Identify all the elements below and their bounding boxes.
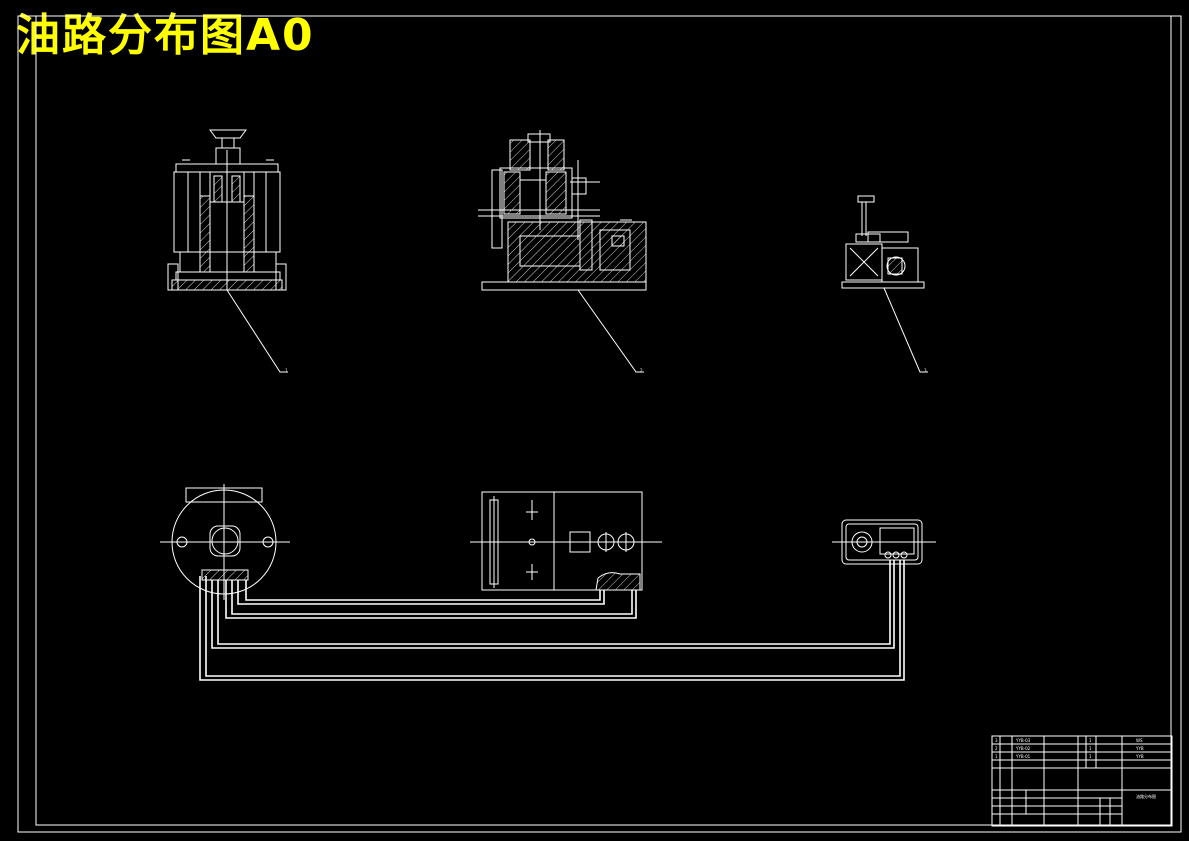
tb-row-1-qty: 1 bbox=[1089, 754, 1092, 759]
drawing-title: 油路分布图A0 bbox=[16, 10, 315, 61]
tb-row-2-no: 2 bbox=[995, 746, 998, 751]
oil-pipelines bbox=[199, 560, 905, 681]
tb-row-2-qty: 1 bbox=[1089, 746, 1092, 751]
valve-block-plan-view bbox=[832, 519, 936, 565]
tb-row-3-note: WS bbox=[1136, 738, 1143, 743]
tb-row-3-no: 3 bbox=[995, 738, 998, 743]
callout-3: 3 bbox=[924, 368, 927, 373]
outer-frame bbox=[17, 15, 1182, 833]
valve-block-view: 3 bbox=[841, 195, 928, 373]
callout-2: 2 bbox=[640, 368, 643, 373]
pump-assembly-view: 2 bbox=[478, 130, 647, 373]
tb-row-1-code: YYB-01 bbox=[1015, 754, 1031, 759]
tb-row-2-code: YYB-02 bbox=[1015, 746, 1031, 751]
title-block: 3 YYB-03 1 WS 2 YYB-02 1 YYB 1 YYB-01 1 … bbox=[991, 735, 1173, 827]
tb-row-1-no: 1 bbox=[995, 754, 998, 759]
tb-row-2-note: YYB bbox=[1135, 746, 1144, 751]
callout-1: 1 bbox=[285, 368, 288, 373]
press-unit-plan-view bbox=[160, 484, 290, 600]
inner-frame bbox=[35, 15, 1172, 826]
pump-assembly-plan-view bbox=[470, 491, 662, 591]
tb-row-1-note: YYB bbox=[1135, 754, 1144, 759]
tb-drawing-name: 油路分布图 bbox=[1136, 793, 1156, 799]
tb-row-3-code: YYB-03 bbox=[1015, 738, 1031, 743]
tb-row-3-qty: 1 bbox=[1089, 738, 1092, 743]
press-unit-front-view: 1 bbox=[167, 129, 288, 373]
